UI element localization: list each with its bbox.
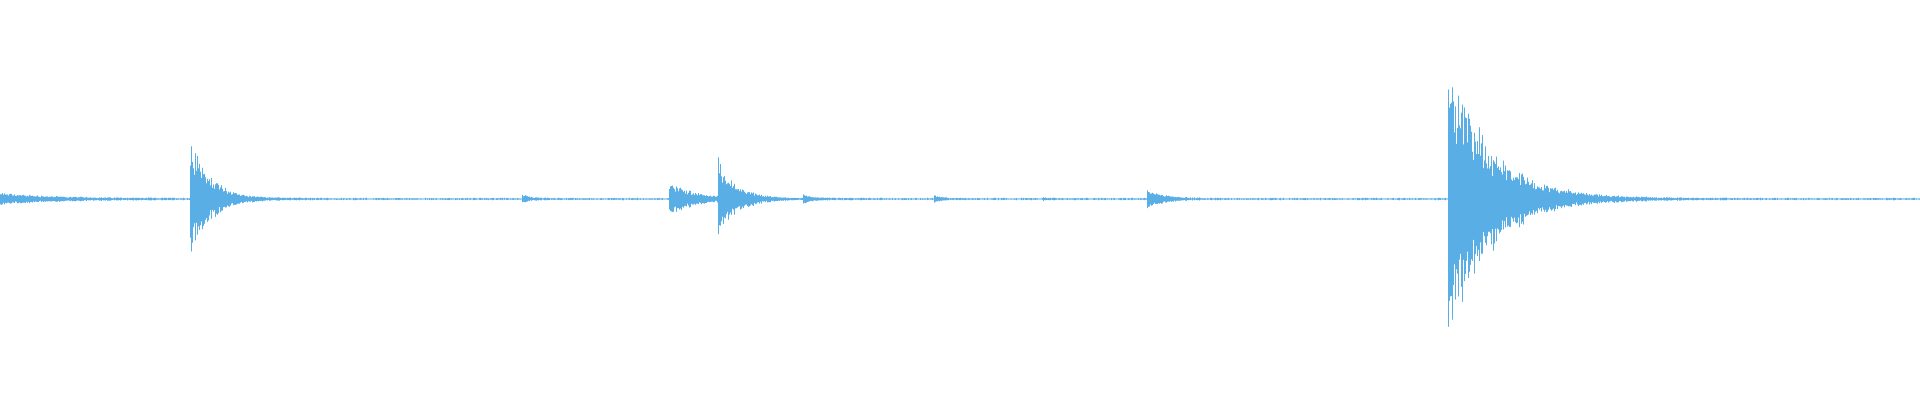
waveform-trace xyxy=(0,87,1920,327)
waveform-amplitude xyxy=(0,87,1920,327)
